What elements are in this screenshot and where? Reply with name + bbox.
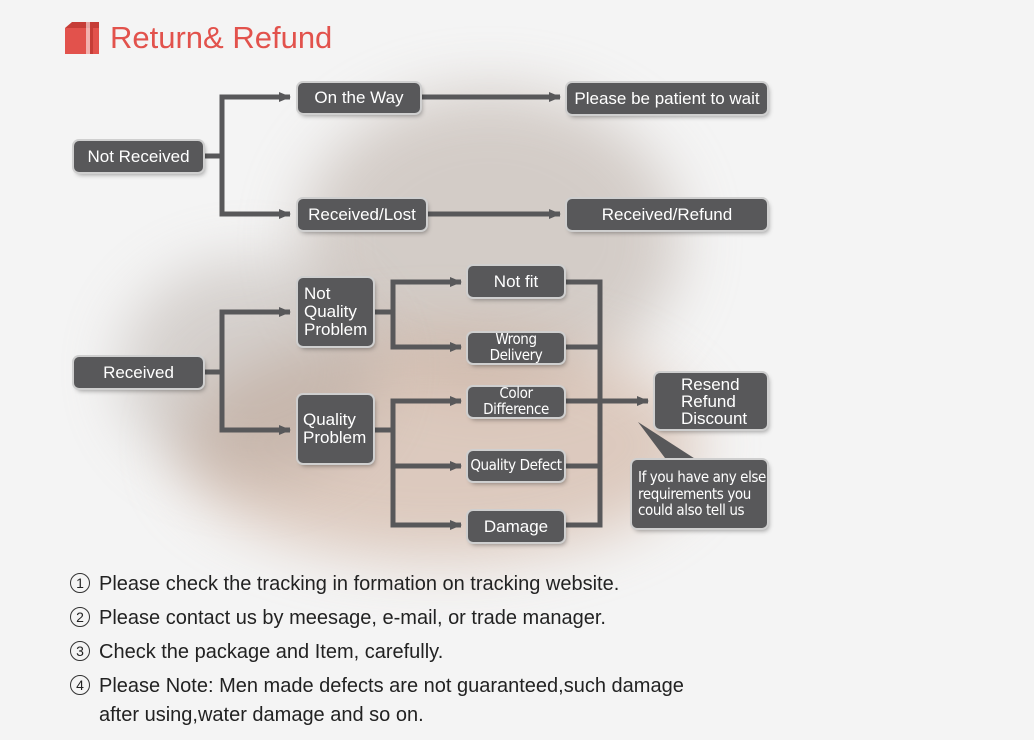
requirements-callout: If you have any else requirements you co…: [632, 460, 767, 528]
note-number: 1: [70, 573, 90, 593]
note-item: 4 Please Note: Men made defects are not …: [70, 672, 684, 732]
background-photo-hands: [180, 330, 700, 560]
not-received-node: Not Received: [74, 141, 203, 172]
on-the-way-node: On the Way: [298, 83, 420, 113]
received-refund-node: Received/Refund: [567, 199, 767, 230]
callout-pointer: [638, 422, 700, 462]
note-text: Please check the tracking in formation o…: [99, 573, 620, 595]
box-icon: [65, 22, 99, 54]
quality-defect-node: Quality Defect: [468, 451, 564, 481]
not-quality-problem-node: Not Quality Problem: [298, 278, 373, 346]
color-difference-node: Color Difference: [468, 385, 564, 417]
page-title: Return& Refund: [64, 20, 332, 56]
received-lost-node: Received/Lost: [298, 199, 426, 230]
damage-node: Damage: [468, 511, 564, 542]
notes-list: 1 Please check the tracking in formation…: [70, 570, 684, 732]
note-item: 3 Check the package and Item, carefully.: [70, 638, 684, 672]
note-number: 2: [70, 607, 90, 627]
note-item: 2 Please contact us by meesage, e-mail, …: [70, 604, 684, 638]
received-node: Received: [74, 357, 203, 388]
note-number: 4: [70, 675, 90, 695]
not-fit-node: Not fit: [468, 266, 564, 297]
title-text: Return& Refund: [110, 20, 333, 55]
note-number: 3: [70, 641, 90, 661]
wrong-delivery-node: Wrong Delivery: [468, 331, 564, 363]
note-item: 1 Please check the tracking in formation…: [70, 570, 684, 604]
note-text: Check the package and Item, carefully.: [99, 641, 444, 663]
resend-refund-discount-node: Resend Refund Discount: [655, 373, 767, 429]
please-wait-node: Please be patient to wait: [567, 83, 767, 114]
quality-problem-node: Quality Problem: [298, 395, 373, 463]
note-text: Please contact us by meesage, e-mail, or…: [99, 607, 606, 629]
note-text: Please Note: Men made defects are not gu…: [99, 675, 684, 726]
